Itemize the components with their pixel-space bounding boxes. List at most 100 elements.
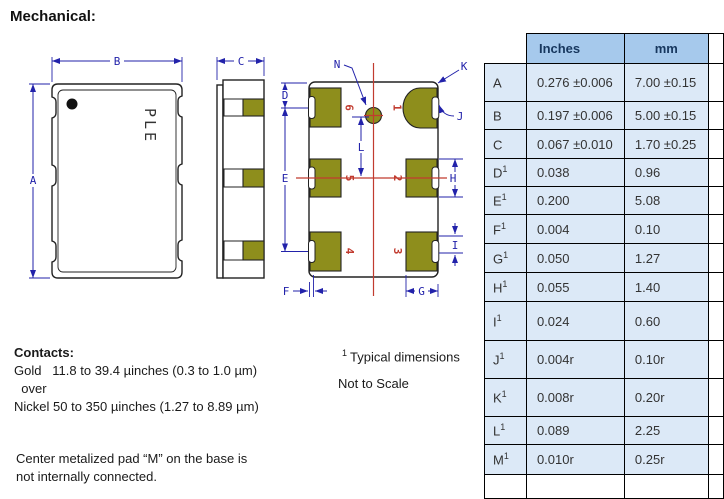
mm-cell: 5.08 <box>623 186 709 215</box>
dim-label-f: F <box>283 285 290 298</box>
table-row-partial <box>484 474 724 499</box>
dim-label-cell: K1 <box>484 378 527 417</box>
dim-label-l: L <box>358 141 365 154</box>
dim-label-cell: L1 <box>484 416 527 445</box>
center-pad-line1: Center metalized pad “M” on the base is <box>16 451 248 466</box>
bottom-view: 6 1 5 2 4 3 D E F <box>278 58 468 298</box>
mm-cell: 1.40 <box>623 272 709 302</box>
footnote-marker: 1 <box>342 348 348 358</box>
mm-cell: 1.27 <box>623 243 709 273</box>
dim-label-cell: B <box>484 101 527 130</box>
ghost-cell <box>707 214 724 244</box>
inches-cell: 0.050 <box>525 243 625 273</box>
mm-cell: 5.00 ±0.15 <box>623 101 709 130</box>
ghost-cell <box>707 186 724 215</box>
mm-cell: 7.00 ±0.15 <box>623 63 709 102</box>
inches-cell: 0.004 <box>525 214 625 244</box>
leader-j: J <box>438 104 463 123</box>
dim-label-cell <box>484 474 527 499</box>
side-view: C <box>216 55 265 279</box>
contacts-heading: Contacts: <box>14 345 74 360</box>
inches-cell: 0.004r <box>525 340 625 379</box>
dim-label-h: H <box>450 172 457 185</box>
top-view: PLE B A <box>26 55 183 279</box>
center-pad-line2: not internally connected. <box>16 469 157 484</box>
side-lid <box>216 84 224 279</box>
side-pads <box>223 98 265 261</box>
leader-k: K <box>437 60 468 84</box>
package-outline <box>51 83 183 279</box>
contacts-note: Contacts: Gold 11.8 to 39.4 µinches (0.3… <box>14 344 259 416</box>
ghost-cell <box>707 272 724 302</box>
leader-n: N <box>334 58 367 106</box>
dimension-l: L <box>352 116 369 176</box>
ghost-cell <box>707 474 724 499</box>
inches-cell: 0.055 <box>525 272 625 302</box>
pin-1-label: 1 <box>391 104 404 111</box>
dim-label-cell: C <box>484 129 527 159</box>
table-header-row: Inches mm <box>484 33 724 64</box>
contacts-gold-line: Gold 11.8 to 39.4 µinches (0.3 to 1.0 µm… <box>14 363 258 378</box>
inches-cell <box>525 474 625 499</box>
dim-label-b: B <box>114 55 121 68</box>
inches-cell: 0.010r <box>525 444 625 475</box>
dim-label-i: I <box>452 239 459 252</box>
ghost-cell <box>707 378 724 417</box>
mm-cell: 0.96 <box>623 158 709 187</box>
dim-label-g: G <box>418 285 425 298</box>
dim-label-a: A <box>30 174 37 187</box>
dim-label-d: D <box>282 89 289 102</box>
contacts-nickel-line: Nickel 50 to 350 µinches (1.27 to 8.89 µ… <box>14 399 259 414</box>
center-pad-note: Center metalized pad “M” on the base is … <box>16 450 247 486</box>
dimension-a: A <box>26 83 50 279</box>
dimension-i: I <box>439 223 463 266</box>
ghost-cell <box>707 340 724 379</box>
ghost-cell <box>707 63 724 102</box>
pad-1-dshape <box>402 87 438 129</box>
ghost-cell <box>707 101 724 130</box>
dimension-c: C <box>216 55 265 80</box>
inches-cell: 0.276 ±0.006 <box>525 63 625 102</box>
inches-cell: 0.008r <box>525 378 625 417</box>
dim-label-cell: G1 <box>484 243 527 273</box>
header-inches: Inches <box>525 33 625 64</box>
mm-cell: 0.25r <box>623 444 709 475</box>
part-marking: PLE <box>141 108 159 144</box>
dim-label-cell: J1 <box>484 340 527 379</box>
dim-label-cell: F1 <box>484 214 527 244</box>
dimension-f: F <box>283 275 327 298</box>
inches-cell: 0.200 <box>525 186 625 215</box>
page-title: Mechanical: <box>10 8 96 25</box>
bottom-pads <box>308 87 440 272</box>
typical-dimensions-label: Typical dimensions <box>350 349 460 365</box>
header-ghost-cell <box>707 33 724 64</box>
dimension-b: B <box>51 55 183 82</box>
mm-cell: 2.25 <box>623 416 709 445</box>
mm-cell: 0.60 <box>623 301 709 341</box>
dim-label-cell: D1 <box>484 158 527 187</box>
dimension-e: E <box>278 108 308 252</box>
ghost-cell <box>707 301 724 341</box>
mm-cell: 1.70 ±0.25 <box>623 129 709 159</box>
inches-cell: 0.197 ±0.006 <box>525 101 625 130</box>
mm-cell <box>623 474 709 499</box>
ghost-cell <box>707 158 724 187</box>
dim-label-cell: I1 <box>484 301 527 341</box>
pin1-marker-dot <box>66 98 78 110</box>
dim-label-cell: A <box>484 63 527 102</box>
dim-label-cell: M1 <box>484 444 527 475</box>
centerlines <box>296 63 450 296</box>
dimension-d: D <box>279 82 308 109</box>
mechanical-drawing: PLE B A C <box>26 55 468 298</box>
dim-label-n: N <box>334 58 341 71</box>
